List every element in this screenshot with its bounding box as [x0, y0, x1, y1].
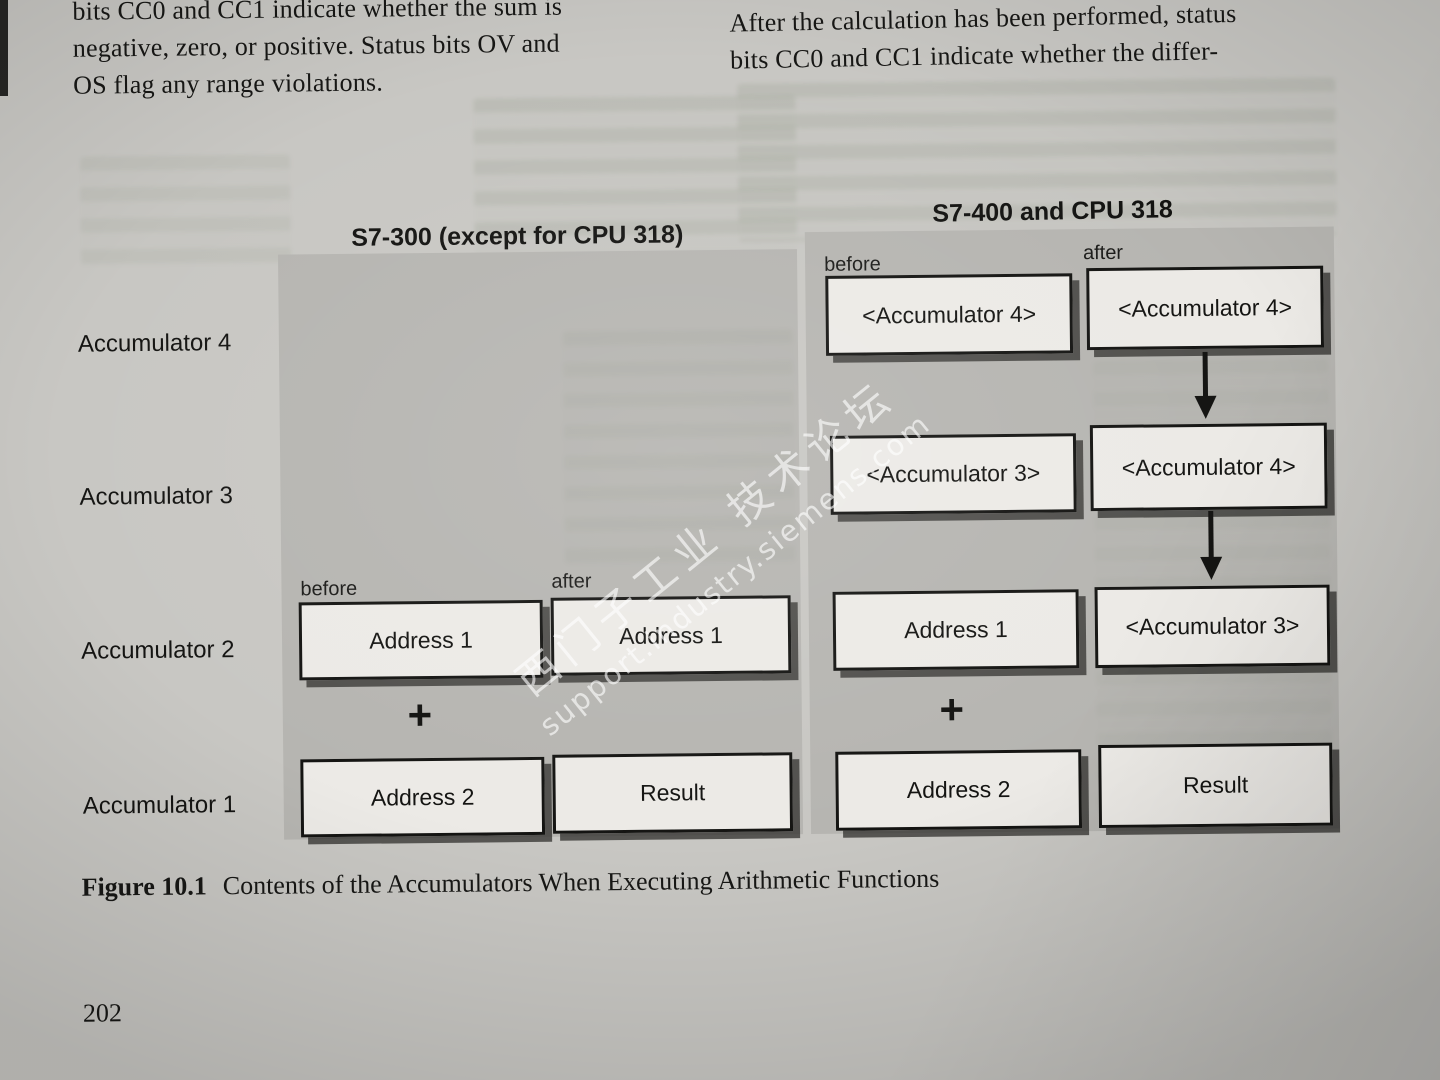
right-before-label: before: [824, 253, 881, 276]
bleed-through-text: [79, 154, 292, 267]
row-label-accumulator-4: Accumulator 4: [77, 329, 232, 358]
row-label-accumulator-2: Accumulator 2: [80, 636, 235, 665]
row-label-accumulator-3: Accumulator 3: [79, 482, 234, 511]
row-label-accumulator-1: Accumulator 1: [82, 791, 237, 820]
figure-caption: Figure 10.1 Contents of the Accumulators …: [81, 864, 939, 903]
s7400-before-accu1-box: Address 2: [835, 749, 1083, 831]
left-before-label: before: [300, 577, 358, 601]
s7300-after-accu2-box: Address 1: [550, 595, 792, 676]
s7400-before-accu3-box: <Accumulator 3>: [829, 433, 1077, 515]
s7400-after-accu1-box: Result: [1098, 742, 1334, 829]
paragraph-left: bits CC0 and CC1 indicate whether the su…: [72, 0, 703, 104]
left-panel-title: S7-300 (except for CPU 318): [351, 220, 684, 252]
s7400-after-accu2-box: <Accumulator 3>: [1094, 584, 1331, 669]
figure-caption-label: Figure 10.1: [81, 871, 207, 902]
s7300-before-accu1-box: Address 2: [300, 756, 546, 838]
plus-sign: +: [407, 691, 433, 739]
page-number: 202: [82, 998, 123, 1028]
figure-caption-text: Contents of the Accumulators When Execut…: [222, 863, 940, 901]
left-after-label: after: [551, 570, 592, 593]
s7400-after-accu3-box: <Accumulator 4>: [1089, 422, 1328, 512]
arrow-down-icon: [1192, 351, 1219, 425]
plus-sign: +: [939, 685, 965, 733]
scan-edge-shadow: [0, 0, 8, 96]
right-panel-title: S7-400 and CPU 318: [932, 195, 1174, 228]
right-after-label: after: [1082, 241, 1124, 265]
s7400-before-accu4-box: <Accumulator 4>: [825, 273, 1074, 356]
s7300-after-accu1-box: Result: [552, 752, 794, 834]
s7400-before-accu2-box: Address 1: [832, 589, 1080, 671]
s7400-after-accu4-box: <Accumulator 4>: [1086, 265, 1325, 351]
bleed-through-text: [562, 329, 796, 567]
paragraph-right: After the calculation has been performed…: [729, 0, 1360, 79]
text-line: OS flag any range violations.: [73, 67, 384, 100]
arrow-down-icon: [1198, 510, 1225, 586]
s7300-before-accu2-box: Address 1: [298, 599, 544, 681]
